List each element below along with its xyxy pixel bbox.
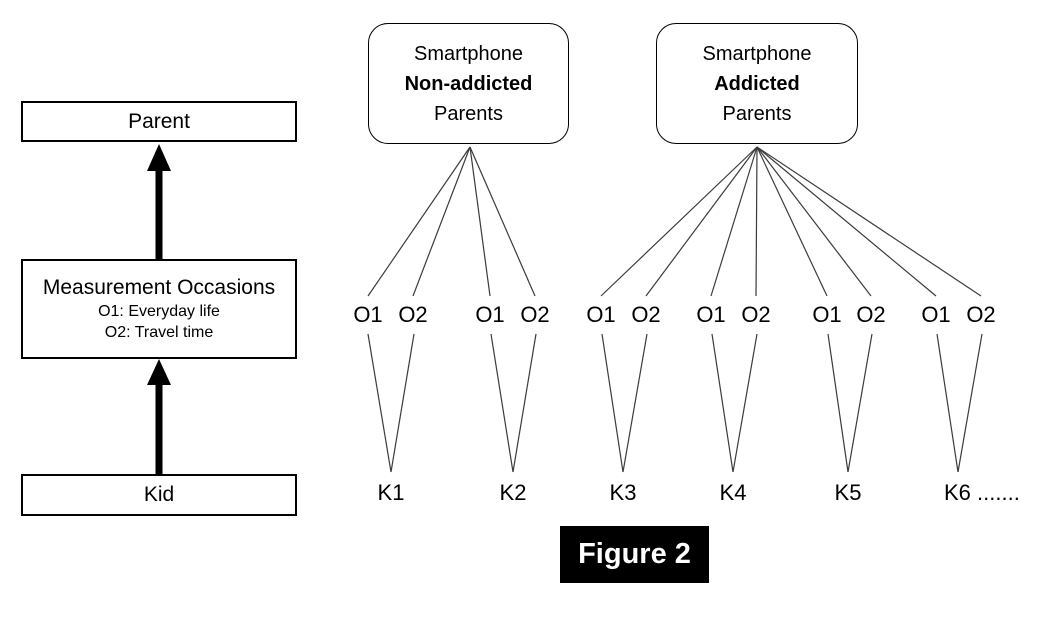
occasion-label-k2-o1: O1 <box>475 302 505 327</box>
occasion-label-k4-o1: O1 <box>696 302 726 327</box>
arrow-kid-to-measurement <box>147 359 171 474</box>
kid-label-k6: K6 ....... <box>944 480 1020 505</box>
occasion-label-k6-o2: O2 <box>966 302 996 327</box>
occasion-label-k1-o2: O2 <box>398 302 428 327</box>
measurement-occasions-box: Measurement Occasions O1: Everyday life … <box>21 259 297 359</box>
figure-caption-label: Figure 2 <box>578 538 691 570</box>
kid-label-k5: K5 <box>834 480 862 505</box>
v-lines-k3 <box>601 333 648 473</box>
figure-caption: Figure 2 <box>560 526 709 583</box>
occasion-label-k3-o1: O1 <box>586 302 616 327</box>
kid-label-k1: K1 <box>377 480 405 505</box>
occasion-label-k4-o2: O2 <box>741 302 771 327</box>
fan-lines-non-addicted <box>367 146 536 297</box>
group-non-addicted-line3: Parents <box>434 102 503 125</box>
group-non-addicted-line2: Non-addicted <box>404 72 533 95</box>
kid-box: Kid <box>21 474 297 516</box>
fan-lines-addicted <box>600 146 982 297</box>
v-lines-k5 <box>827 333 873 473</box>
arrow-measurement-to-parent <box>147 144 171 259</box>
measurement-item-o1: O1: Everyday life <box>98 303 220 321</box>
occasion-label-k3-o2: O2 <box>631 302 661 327</box>
occasion-label-k5-o2: O2 <box>856 302 886 327</box>
v-lines-k4 <box>711 333 758 473</box>
group-non-addicted-line1: Smartphone <box>414 42 523 65</box>
v-lines-k6 <box>936 333 983 473</box>
kid-label-k4: K4 <box>719 480 747 505</box>
group-addicted-line3: Parents <box>722 102 792 125</box>
kid-box-label: Kid <box>143 483 175 506</box>
parent-box: Parent <box>21 101 297 142</box>
occasion-label-k6-o1: O1 <box>921 302 951 327</box>
kid-label-k2: K2 <box>499 480 527 505</box>
occasion-label-k5-o1: O1 <box>812 302 842 327</box>
occasion-label-k2-o2: O2 <box>520 302 550 327</box>
measurement-item-o2: O2: Travel time <box>104 324 214 342</box>
group-box-non-addicted: Smartphone Non-addicted Parents <box>368 23 569 144</box>
measurement-occasions-title: Measurement Occasions <box>42 276 276 300</box>
parent-box-label: Parent <box>128 109 190 133</box>
group-addicted-line2: Addicted <box>714 72 800 95</box>
occasion-label-k1-o1: O1 <box>353 302 383 327</box>
v-lines-k1 <box>367 333 415 473</box>
v-lines-k2 <box>490 333 537 473</box>
kid-label-k3: K3 <box>609 480 637 505</box>
group-addicted-line1: Smartphone <box>702 42 812 65</box>
group-box-addicted: Smartphone Addicted Parents <box>656 23 858 144</box>
